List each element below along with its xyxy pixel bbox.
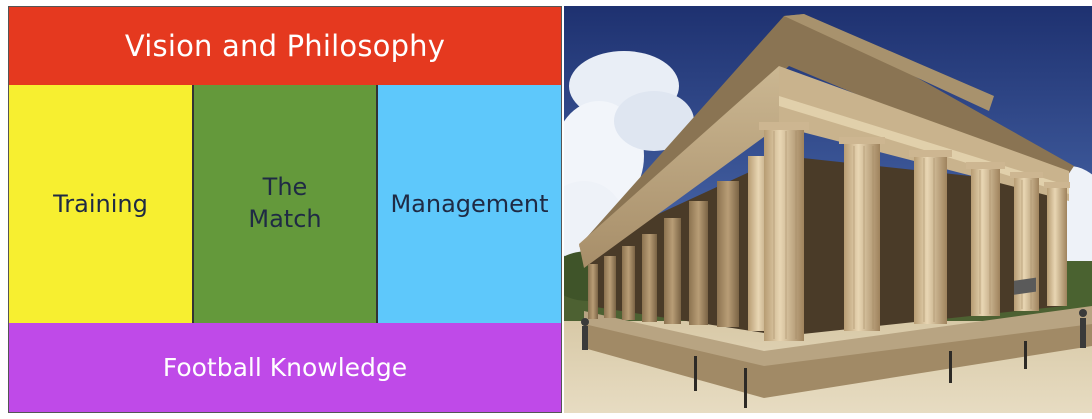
vision-and-philosophy-block: Vision and Philosophy: [9, 7, 561, 87]
pillars-row: Training The Match Management: [9, 85, 561, 325]
football-philosophy-diagram: Vision and Philosophy Training The Match…: [8, 6, 562, 413]
management-label: Management: [390, 190, 549, 218]
football-knowledge-label: Football Knowledge: [162, 353, 408, 382]
vision-and-philosophy-label: Vision and Philosophy: [124, 29, 446, 63]
training-pillar: Training: [9, 85, 194, 323]
football-knowledge-block: Football Knowledge: [9, 323, 561, 412]
temple-columns-side: [588, 156, 774, 331]
greek-temple-photo: [564, 6, 1092, 413]
the-match-pillar: The Match: [194, 85, 378, 323]
temple-illustration: [564, 6, 1092, 413]
management-pillar: Management: [378, 85, 561, 323]
the-match-label-line2: Match: [248, 205, 322, 233]
temple-columns-front: [764, 126, 1067, 341]
training-label: Training: [53, 190, 148, 218]
the-match-label-line1: The: [262, 173, 308, 201]
